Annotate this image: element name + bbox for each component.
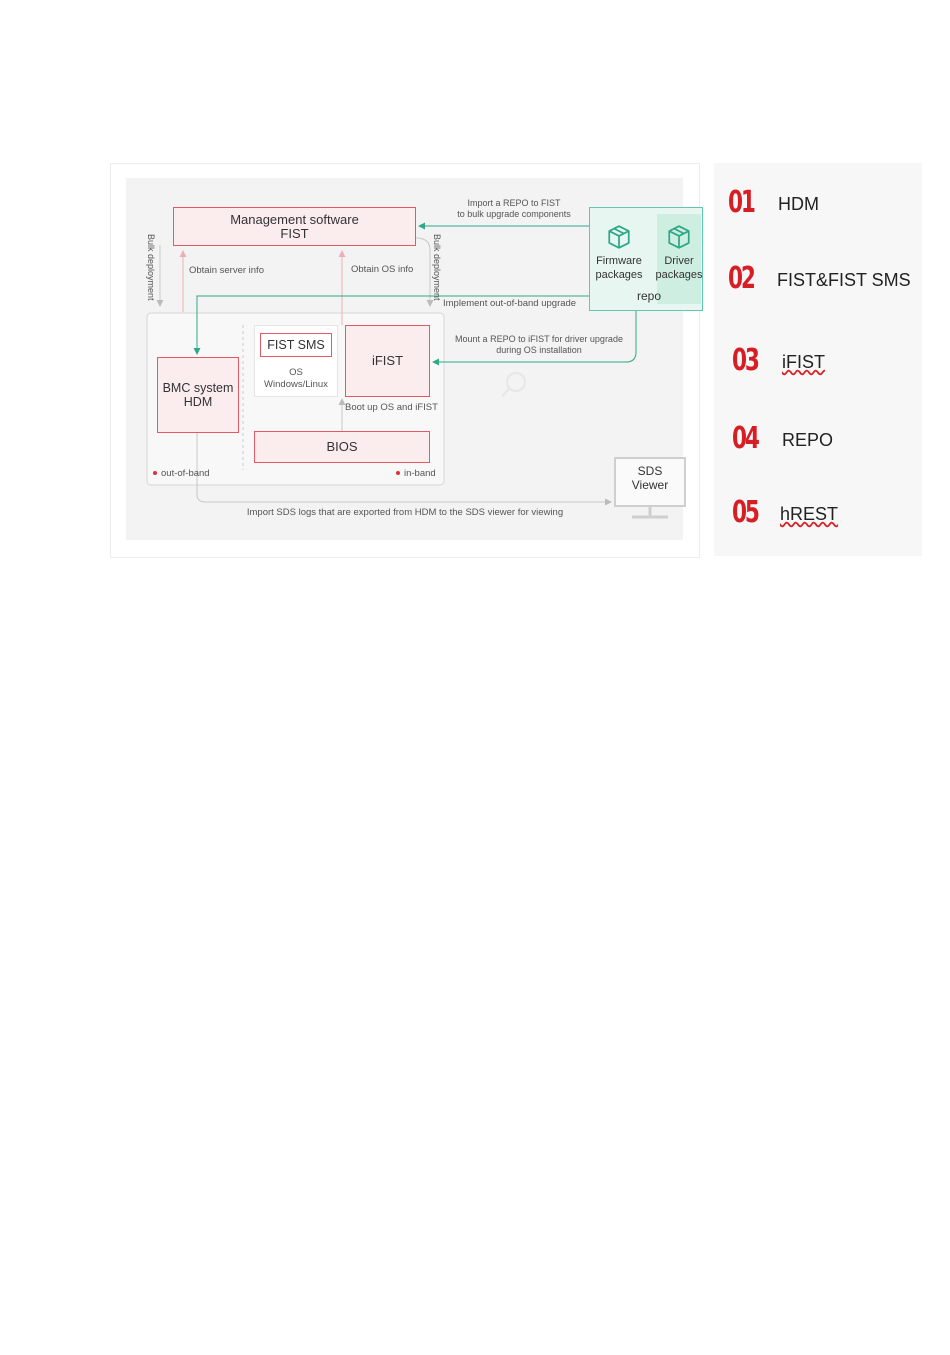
legend-text: hREST: [780, 504, 839, 524]
bmc-system-label: BMC system: [162, 381, 234, 395]
firmware-packages: Firmware packages: [594, 208, 644, 310]
mount-repo-line1: Mount a REPO to iFIST for driver upgrade: [455, 334, 623, 344]
bios-label: BIOS: [326, 439, 358, 454]
driver-label-line1: Driver: [664, 255, 694, 267]
driver-package-icon: [668, 225, 690, 249]
repo-label: repo: [636, 289, 662, 303]
legend-item-fist: 02 FIST&FIST SMS: [714, 261, 922, 301]
firmware-label-line1: Firmware: [596, 255, 642, 267]
legend-number: 03: [732, 343, 760, 378]
oob-upgrade-line: [193, 295, 589, 355]
in-band-dot: [396, 471, 400, 476]
legend-text: iFIST: [782, 352, 825, 372]
management-software-box: Management software FIST: [173, 207, 416, 246]
driver-packages: Driver packages: [655, 214, 703, 304]
bmc-system-box: BMC system HDM: [157, 357, 239, 433]
os-label-line1: OS: [289, 367, 303, 378]
firmware-label-line2: packages: [595, 269, 643, 281]
management-fist-label: FIST: [280, 225, 309, 241]
in-band-label: in-band: [396, 468, 436, 480]
legend-number: 02: [728, 261, 756, 296]
boot-up-label: Boot up OS and iFIST: [345, 402, 438, 413]
import-repo-line1: Import a REPO to FIST: [467, 198, 561, 208]
out-of-band-dot: [153, 471, 157, 476]
bulk-deployment-left-label: Bulk deployment: [146, 234, 156, 301]
oob-upgrade-label: Implement out-of-band upgrade: [443, 298, 577, 309]
mount-repo-line2: during OS installation: [496, 345, 582, 355]
legend-number: 01: [728, 185, 756, 220]
driver-label-line2: packages: [655, 269, 703, 281]
legend-text: REPO: [782, 430, 834, 450]
bulk-deployment-right-label: Bulk deployment: [432, 234, 442, 301]
obtain-os-info-label: Obtain OS info: [351, 264, 414, 275]
bios-box: BIOS: [254, 431, 430, 463]
firmware-package-icon: [608, 225, 630, 249]
legend-number: 05: [732, 495, 760, 530]
out-of-band-text: out-of-band: [161, 468, 210, 479]
in-band-text: in-band: [404, 468, 436, 479]
legend-panel: 01 HDM 02 FIST&FIST SMS 03 iFIST 04 REPO…: [714, 163, 922, 556]
repo-box: Firmware packages Driver packages repo: [589, 207, 703, 311]
obtain-server-info-label: Obtain server info: [189, 265, 264, 276]
import-repo-label: Import a REPO to FIST to bulk upgrade co…: [446, 198, 582, 220]
bulk-deployment-right-line: [415, 237, 434, 307]
sds-label-line2: Viewer: [631, 478, 669, 492]
legend-text: FIST&FIST SMS: [777, 270, 911, 290]
import-sds-label: Import SDS logs that are exported from H…: [246, 507, 564, 518]
mount-repo-line: [432, 311, 637, 366]
sds-label-line1: SDS: [637, 464, 663, 478]
legend-text: HDM: [778, 194, 819, 214]
import-repo-line2: to bulk upgrade components: [457, 209, 571, 219]
legend-number: 04: [732, 421, 760, 456]
ifist-box: iFIST: [345, 325, 430, 397]
out-of-band-label: out-of-band: [153, 468, 210, 480]
mount-repo-label: Mount a REPO to iFIST for driver upgrade…: [444, 334, 634, 356]
bmc-hdm-label: HDM: [183, 395, 213, 409]
legend-item-hrest: 05 hREST: [714, 495, 922, 535]
import-sds-line: [196, 433, 612, 506]
os-label-line2: Windows/Linux: [264, 379, 328, 390]
legend-item-repo: 04 REPO: [714, 421, 922, 461]
sds-viewer-label: SDS Viewer: [615, 464, 685, 492]
os-label: OS Windows/Linux: [254, 367, 338, 391]
ifist-label: iFIST: [371, 353, 404, 368]
legend-item-hdm: 01 HDM: [714, 185, 922, 225]
fist-sms-box: FIST SMS: [260, 333, 332, 357]
fist-sms-label: FIST SMS: [267, 338, 325, 352]
legend-item-ifist: 03 iFIST: [714, 343, 922, 383]
management-software-label: Management software: [230, 211, 359, 227]
magnifier-watermark-icon: [506, 372, 526, 392]
